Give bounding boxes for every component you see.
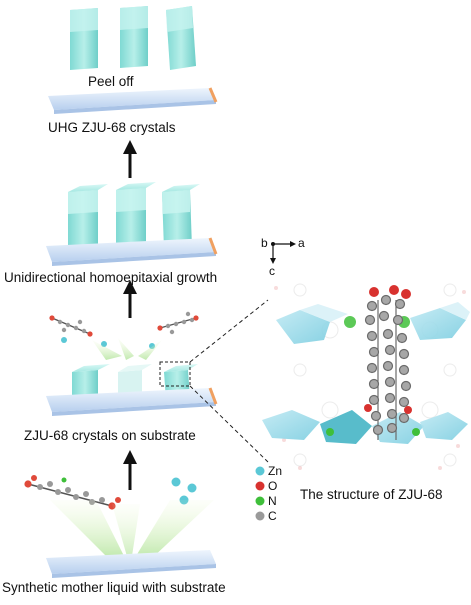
peeled-crystal-1 — [70, 8, 98, 70]
axis-label-b: b — [261, 236, 268, 250]
zn-polyhedra-top — [276, 302, 470, 344]
label-unidirectional-growth: Unidirectional homoepitaxial growth — [4, 270, 218, 285]
substrate-seed — [46, 387, 218, 416]
structure-panel — [262, 241, 470, 470]
zoom-connector-bottom — [189, 385, 269, 463]
zn-polyhedra-bottom — [262, 410, 468, 444]
ligand-molecule-left — [49, 315, 93, 337]
arrow-up-2 — [123, 280, 137, 318]
legend-label-o: O — [268, 479, 278, 493]
label-crystals-on-substrate: ZJU-68 crystals on substrate — [24, 428, 196, 443]
peeled-crystal-2 — [120, 6, 148, 68]
peeled-crystal-3 — [166, 6, 196, 70]
grown-crystals — [68, 182, 200, 250]
zoom-box — [159, 361, 191, 387]
ligand-molecule-right — [157, 311, 199, 335]
legend-dot-c — [255, 511, 265, 521]
label-uhg-crystals: UHG ZJU-68 crystals — [48, 120, 176, 135]
zoom-connector-top — [189, 299, 269, 363]
spray-bottom — [50, 500, 214, 560]
grown-crystal-3 — [162, 184, 200, 250]
seed-crystal-1 — [72, 364, 110, 400]
legend-label-zn: Zn — [268, 464, 283, 478]
zn-ions-top — [61, 337, 155, 349]
grown-crystal-1 — [68, 184, 108, 250]
substrate-liquid — [46, 550, 216, 578]
legend-dot-o — [255, 481, 265, 491]
legend-dot-n — [255, 496, 265, 506]
peeled-crystals — [70, 6, 196, 70]
legend-dots — [255, 466, 265, 521]
axis-label-a: a — [298, 236, 305, 250]
substrate-uhg — [48, 87, 218, 114]
ligand-pillar — [364, 294, 412, 440]
axis-indicator — [270, 241, 296, 264]
arrow-up-3 — [123, 450, 137, 490]
label-peel-off: Peel off — [88, 74, 134, 89]
structure-title: The structure of ZJU-68 — [300, 487, 443, 502]
spray-top — [92, 338, 162, 360]
label-mother-liquid: Synthetic mother liquid with substrate — [2, 580, 226, 595]
legend-dot-zn — [255, 466, 265, 476]
oxygen-atoms — [364, 285, 412, 414]
grown-crystal-2 — [116, 182, 156, 250]
legend-label-n: N — [268, 494, 277, 508]
axis-label-c: c — [269, 264, 275, 278]
arrow-up-1 — [123, 140, 137, 178]
substrate-growth — [46, 237, 218, 266]
legend-label-c: C — [268, 509, 277, 523]
